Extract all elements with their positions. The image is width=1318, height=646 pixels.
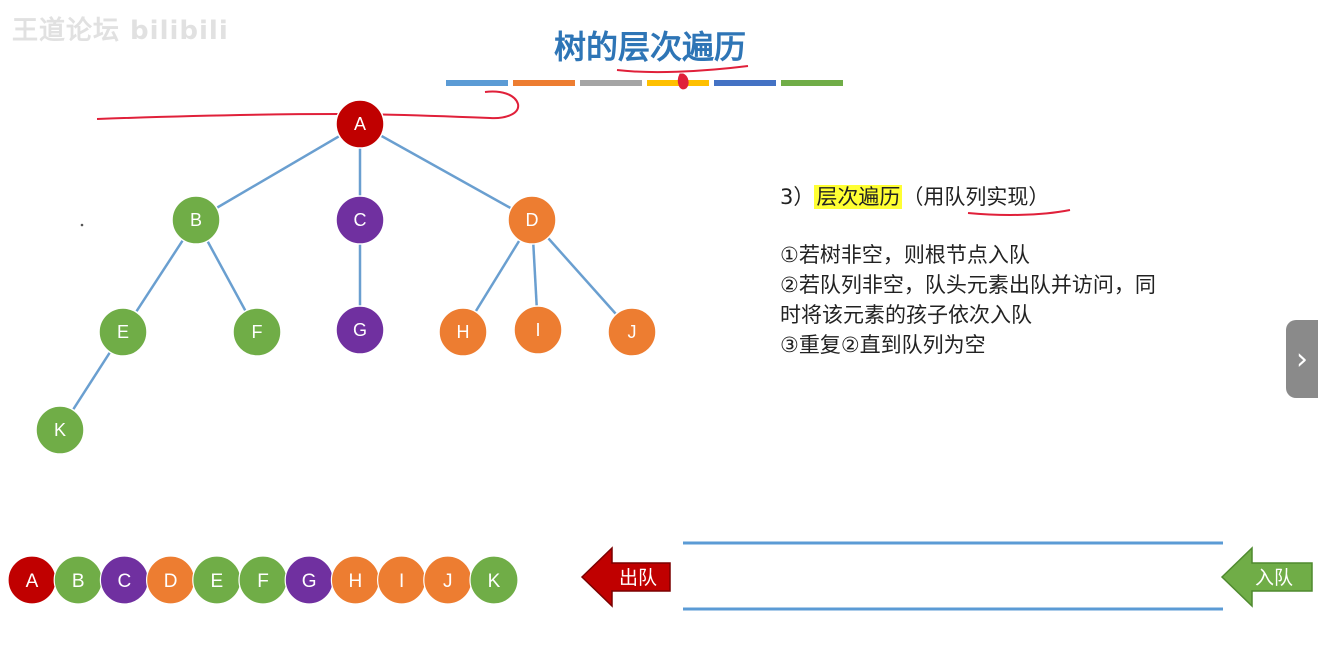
tree-node-K: K — [35, 405, 85, 455]
step-line-4: ③重复②直到队列为空 — [780, 333, 986, 357]
sequence-item-label: F — [257, 571, 269, 592]
annotation-underline-title — [616, 65, 749, 74]
tree-node-D: D — [507, 195, 557, 245]
sequence-item-F: F — [238, 555, 288, 605]
tree-node-label: H — [457, 322, 470, 342]
tree-node-circle — [335, 99, 385, 149]
stray-dot — [80, 223, 84, 227]
sequence-item-label: G — [302, 571, 317, 592]
tree-node-A: A — [335, 99, 385, 149]
tree-node-circle — [438, 307, 488, 357]
tree-nodes: A B C D E F G H I J K — [35, 99, 657, 455]
chevron-right-icon: › — [1296, 341, 1308, 377]
output-sequence: A B C D E F G H I J K — [7, 555, 519, 605]
tree-node-label: D — [526, 210, 539, 230]
traversal-steps: 3）层次遍历（用队列实现） ①若树非空，则根节点入队 ②若队列非空，队头元素出队… — [780, 182, 1250, 360]
annotation-underline-queue — [967, 209, 1071, 216]
tree-node-label: I — [535, 320, 540, 340]
sequence-item-label: J — [443, 571, 453, 592]
tree-node-circle — [507, 195, 557, 245]
tree-node-circle — [171, 195, 221, 245]
tree-node-H: H — [438, 307, 488, 357]
steps-heading-rest: （用队列实现） — [902, 185, 1050, 209]
tree-edges — [58, 122, 633, 431]
sequence-item-label: B — [72, 571, 85, 592]
tree-edge-D-J — [531, 219, 633, 333]
tree-node-circle — [35, 405, 85, 455]
dequeue-arrow: 出队 — [580, 546, 671, 608]
sequence-item-E: E — [192, 555, 242, 605]
sequence-item-H: H — [330, 555, 380, 605]
tree-node-label: K — [54, 420, 66, 440]
step-line-1: ①若树非空，则根节点入队 — [780, 243, 1030, 267]
sequence-item-A: A — [7, 555, 57, 605]
steps-heading-highlight: 层次遍历 — [814, 185, 903, 209]
tree-node-J: J — [607, 307, 657, 357]
sequence-item-label: A — [26, 571, 39, 592]
tree-node-I: I — [513, 305, 563, 355]
tree-node-circle — [607, 307, 657, 357]
tree-node-G: G — [335, 305, 385, 355]
sequence-item-I: I — [377, 555, 427, 605]
steps-heading-prefix: 3） — [780, 185, 815, 209]
tree-node-label: J — [628, 322, 637, 342]
color-bar-1 — [446, 80, 508, 86]
steps-heading: 3）层次遍历（用队列实现） — [780, 182, 1250, 212]
sequence-item-C: C — [99, 555, 150, 605]
next-slide-button[interactable]: › — [1286, 320, 1318, 398]
color-bar-5 — [714, 80, 776, 86]
sequence-item-circle — [469, 555, 519, 605]
watermark: 王道论坛 bilibili — [12, 16, 229, 46]
tree-node-B: B — [171, 195, 221, 245]
color-bar-2 — [513, 80, 575, 86]
enqueue-arrow: 入队 — [1220, 546, 1313, 608]
sequence-item-J: J — [423, 555, 473, 605]
tree-node-label: E — [117, 322, 129, 342]
color-bar-6 — [781, 80, 843, 86]
tree-node-circle — [513, 305, 563, 355]
tree-node-circle — [232, 307, 282, 357]
tree-node-circle — [98, 307, 148, 357]
enqueue-label: 入队 — [1255, 567, 1293, 589]
sequence-item-label: C — [118, 571, 132, 592]
tree-edge-A-D — [359, 122, 533, 222]
page-title: 树的层次遍历 — [553, 28, 746, 66]
step-line-3: 时将该元素的孩子依次入队 — [780, 303, 1032, 327]
sequence-item-B: B — [53, 555, 103, 605]
tree-node-C: C — [335, 195, 385, 245]
sequence-item-label: K — [488, 571, 501, 592]
tree-node-label: C — [354, 210, 367, 230]
sequence-item-K: K — [469, 555, 519, 605]
tree-node-circle — [335, 195, 385, 245]
tree-node-F: F — [232, 307, 282, 357]
dequeue-label: 出队 — [619, 567, 657, 589]
sequence-item-label: H — [349, 571, 363, 592]
annotation-stroke-level — [96, 90, 520, 120]
tree-node-label: B — [190, 210, 202, 230]
tree-node-circle — [335, 305, 385, 355]
sequence-item-D: D — [146, 555, 196, 605]
step-line-2: ②若队列非空，队头元素出队并访问，同 — [780, 273, 1156, 297]
sequence-item-label: I — [399, 571, 404, 592]
tree-node-E: E — [98, 307, 148, 357]
tree-node-label: A — [354, 114, 366, 134]
sequence-item-G: G — [284, 555, 334, 605]
color-bar-3 — [580, 80, 642, 86]
sequence-item-label: D — [164, 571, 178, 592]
annotation-mark-title — [677, 73, 689, 90]
tree-node-label: G — [353, 320, 367, 340]
sequence-item-label: E — [210, 571, 223, 592]
tree-edge-A-B — [195, 122, 361, 222]
tree-node-label: F — [252, 322, 263, 342]
